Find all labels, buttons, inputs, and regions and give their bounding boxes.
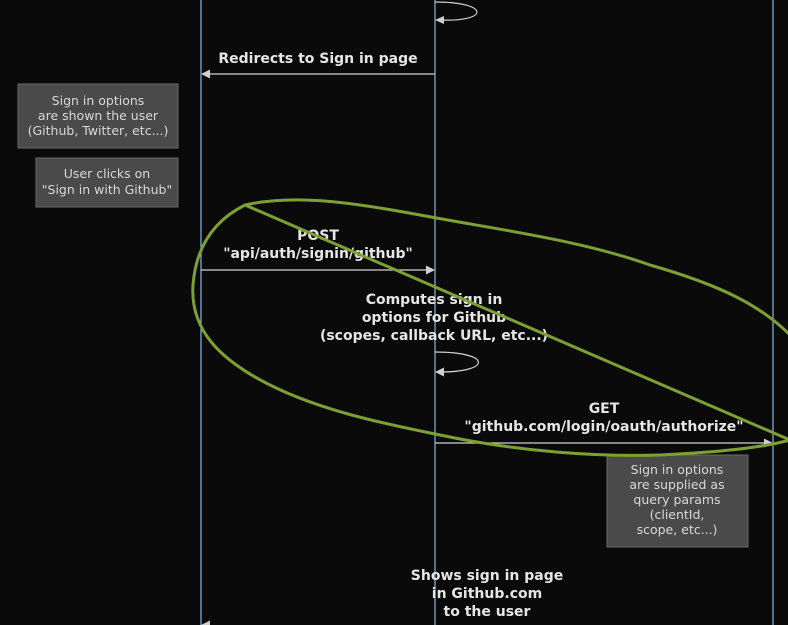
note-user-clicks: User clicks on "Sign in with Github" — [35, 157, 179, 208]
bottom-arrow-fragment — [201, 620, 210, 625]
post-arrow — [201, 265, 435, 275]
shows-label-line3: to the user — [444, 604, 531, 620]
redirect-arrow — [201, 69, 435, 79]
highlight-circle — [191, 198, 788, 457]
note-options-shown-line2: are shown the user — [38, 108, 159, 123]
note-query-params-line2: are supplied as — [629, 477, 724, 492]
compute-label-line3: (scopes, callback URL, etc...) — [320, 328, 548, 344]
note-options-shown: Sign in options are shown the user (Gith… — [17, 83, 179, 149]
note-query-params-line4: (clientId, — [650, 507, 705, 522]
shows-label-line1: Shows sign in page — [411, 568, 563, 584]
self-loop-top — [434, 1, 478, 24]
shows-label-line2: in Github.com — [432, 586, 542, 602]
note-user-clicks-line1: User clicks on — [64, 166, 150, 181]
compute-label-line1: Computes sign in — [366, 292, 503, 308]
redirect-label: Redirects to Sign in page — [218, 51, 417, 67]
note-options-shown-line1: Sign in options — [52, 93, 145, 108]
get-label-line2: "github.com/login/oauth/authorize" — [464, 419, 743, 435]
note-query-params-line5: scope, etc...) — [637, 522, 718, 537]
note-options-shown-line3: (Github, Twitter, etc...) — [28, 123, 169, 138]
self-loop-compute — [434, 351, 479, 377]
compute-label-line2: options for Github — [362, 310, 506, 326]
note-query-params: Sign in options are supplied as query pa… — [606, 454, 749, 548]
note-user-clicks-line2: "Sign in with Github" — [42, 182, 172, 197]
note-query-params-line1: Sign in options — [631, 462, 724, 477]
note-query-params-line3: query params — [633, 492, 720, 507]
get-label-line1: GET — [589, 401, 620, 417]
post-label-line2: "api/auth/signin/github" — [223, 246, 413, 262]
